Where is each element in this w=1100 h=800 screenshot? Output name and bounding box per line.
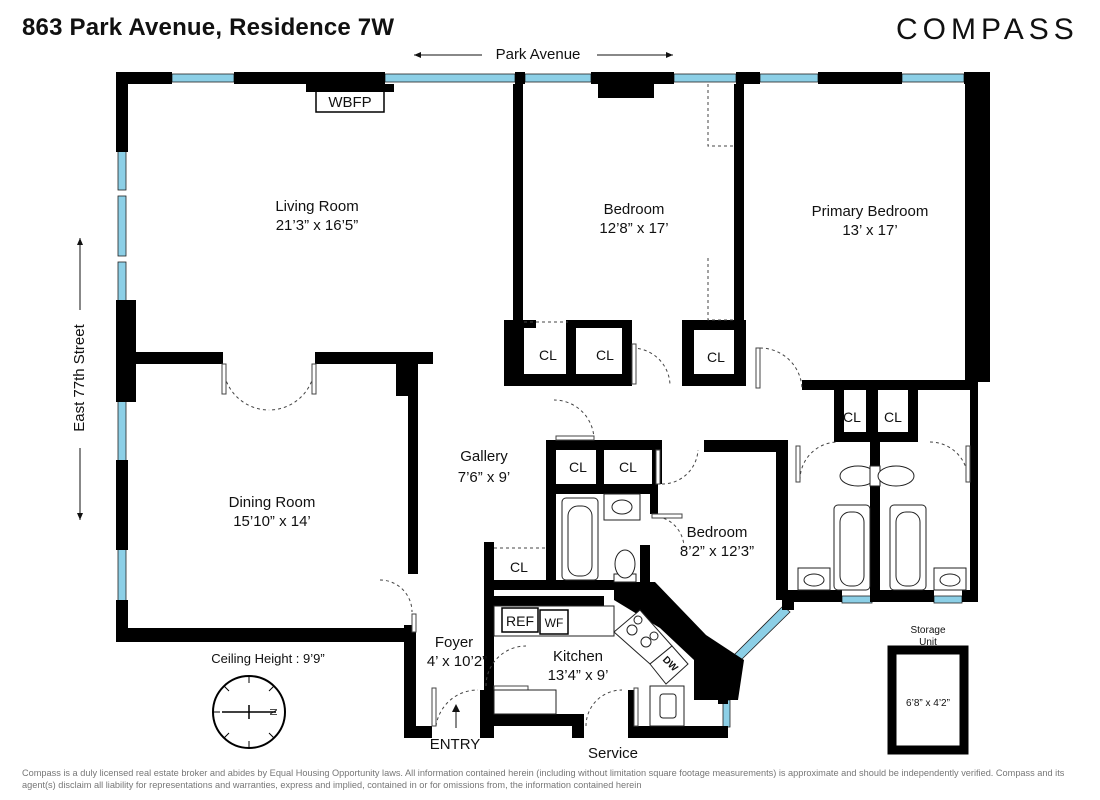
room-foyer-name: Foyer	[435, 634, 473, 651]
fireplace-label: WBFP	[328, 94, 371, 111]
room-kitchen: Kitchen 13’4” x 9’	[548, 648, 609, 684]
storage-size: 6’8” x 4’2”	[906, 698, 950, 709]
bath-fixtures	[561, 465, 967, 591]
room-kitchen-name: Kitchen	[553, 648, 603, 665]
closet-label: CL	[569, 459, 587, 475]
listing-title: 863 Park Avenue, Residence 7W	[22, 14, 395, 41]
room-bedroom1-name: Bedroom	[604, 201, 665, 218]
closet-label: CL	[596, 347, 614, 363]
closet-labels: CL CL CL CL CL CL CL CL	[510, 347, 902, 575]
street-left: East 77th Street	[71, 238, 88, 520]
room-gallery-size: 7’6” x 9’	[458, 469, 511, 486]
room-bedroom2: Bedroom 8’2” x 12’3”	[680, 524, 754, 560]
room-gallery: Gallery 7’6” x 9’	[458, 448, 511, 486]
closet-label: CL	[884, 409, 902, 425]
compass-rose-icon: N	[212, 675, 286, 749]
refrigerator-label: REF	[506, 613, 534, 629]
door-leaves	[221, 343, 971, 727]
closet-label: CL	[539, 347, 557, 363]
room-living: Living Room 21’3” x 16’5”	[275, 198, 358, 234]
street-park-avenue: Park Avenue	[496, 46, 581, 63]
floor-plan: Park Avenue East 77th Street	[71, 46, 990, 762]
room-bedroom2-size: 8’2” x 12’3”	[680, 543, 754, 560]
legal-disclaimer: Compass is a duly licensed real estate b…	[22, 768, 1065, 790]
room-foyer-size: 4’ x 10’2”	[427, 653, 487, 670]
closet-label: CL	[843, 409, 861, 425]
room-living-name: Living Room	[275, 198, 358, 215]
room-bedroom2-name: Bedroom	[687, 524, 748, 541]
entry-arrow-icon	[452, 704, 460, 728]
room-storage: Storage Unit 6’8” x 4’2”	[906, 625, 950, 709]
storage-label-line1: Storage	[910, 625, 945, 636]
walls	[116, 72, 990, 755]
street-east-77th: East 77th Street	[71, 323, 88, 431]
brand-logo: COMPASS	[896, 13, 1079, 46]
storage-label-line2: Unit	[919, 637, 937, 648]
entry-label: ENTRY	[430, 736, 481, 753]
room-primary: Primary Bedroom 13’ x 17’	[812, 203, 929, 239]
room-dining-name: Dining Room	[229, 494, 316, 511]
compass-north-label: N	[267, 708, 278, 715]
room-bedroom1: Bedroom 12’8” x 17’	[599, 201, 668, 237]
room-living-size: 21’3” x 16’5”	[276, 217, 359, 234]
street-top: Park Avenue	[414, 46, 673, 63]
room-primary-name: Primary Bedroom	[812, 203, 929, 220]
doors	[222, 84, 969, 727]
wine-fridge-label: WF	[545, 616, 564, 630]
room-bedroom1-size: 12’8” x 17’	[599, 220, 668, 237]
room-foyer: Foyer 4’ x 10’2”	[427, 634, 487, 670]
room-dining-size: 15’10” x 14’	[233, 513, 311, 530]
service-label: Service	[588, 745, 638, 762]
ceiling-height: Ceiling Height : 9’9”	[211, 651, 324, 666]
room-dining: Dining Room 15’10” x 14’	[229, 494, 316, 530]
room-gallery-name: Gallery	[460, 448, 508, 465]
room-kitchen-size: 13’4” x 9’	[548, 667, 609, 684]
closet-label: CL	[707, 349, 725, 365]
fireplace: WBFP	[306, 84, 394, 113]
room-primary-size: 13’ x 17’	[842, 222, 897, 239]
appliance-labels: REF WF DW	[501, 607, 680, 674]
closet-label: CL	[510, 559, 528, 575]
closet-label: CL	[619, 459, 637, 475]
